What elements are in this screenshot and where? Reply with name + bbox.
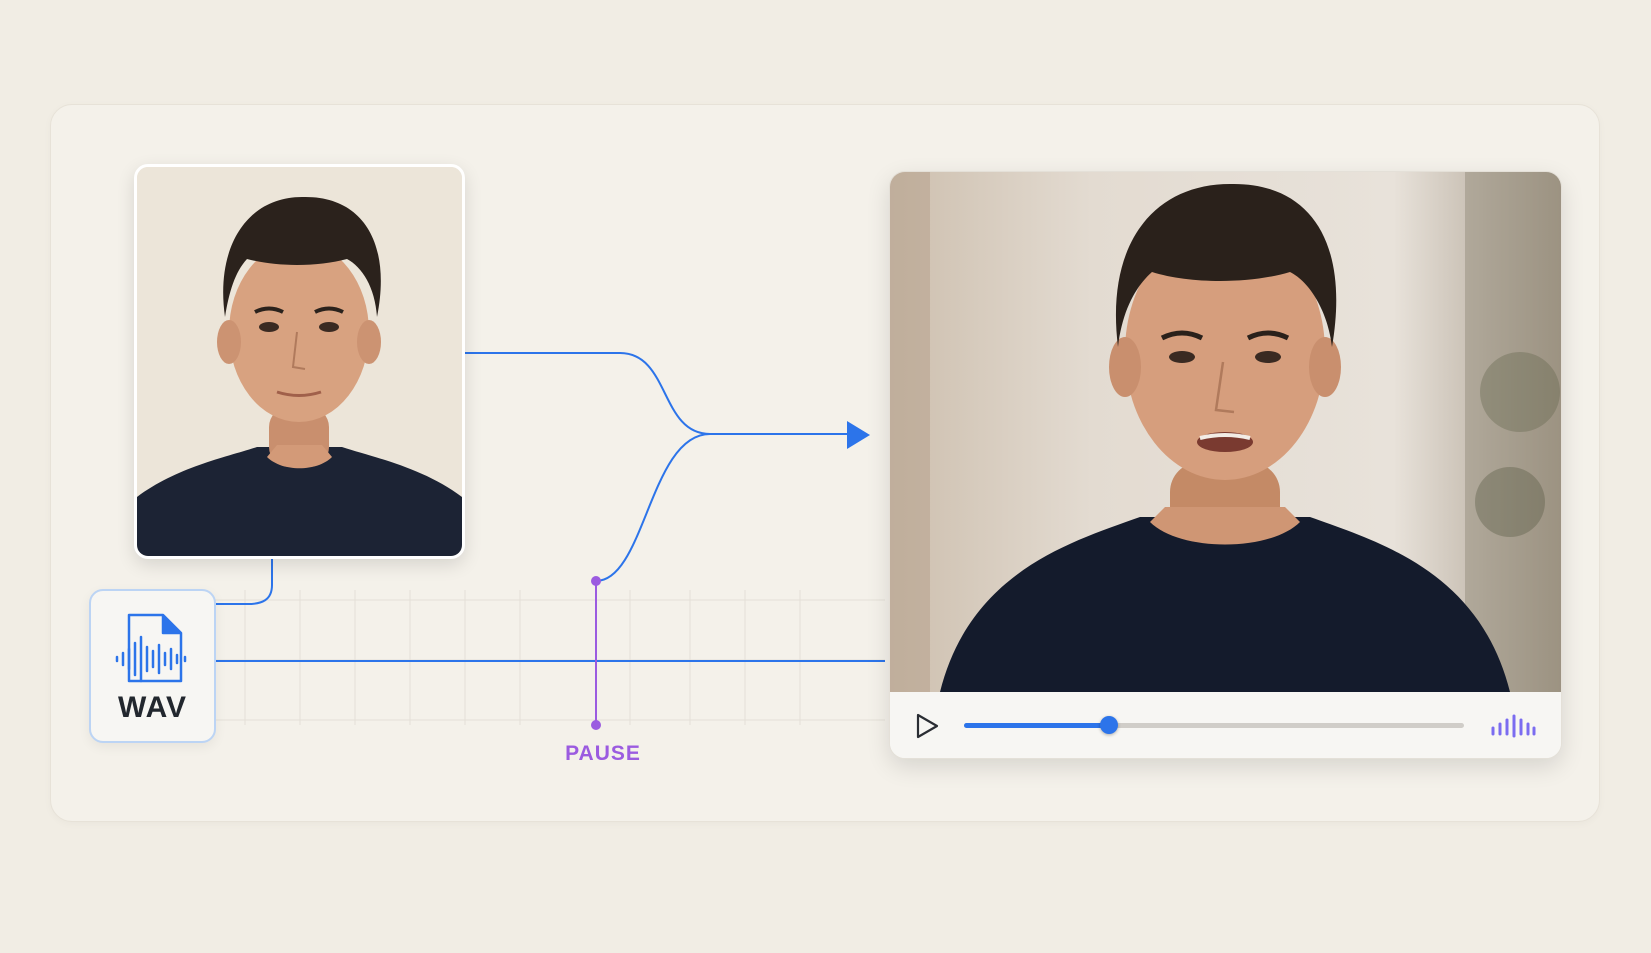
progress-knob[interactable] <box>1100 716 1118 734</box>
audio-connector-line <box>595 433 711 582</box>
arrow-head <box>847 421 870 449</box>
pause-label: PAUSE <box>565 742 641 765</box>
wav-label: WAV <box>117 691 188 724</box>
video-frame <box>890 172 1561 692</box>
portrait-photo <box>137 167 462 556</box>
audio-file-icon <box>115 613 187 683</box>
progress-fill <box>964 723 1109 728</box>
play-icon[interactable] <box>914 712 940 740</box>
portrait-wav-connector <box>212 555 273 605</box>
talking-head-video <box>890 172 1561 692</box>
volume-bars-icon[interactable] <box>1490 714 1536 738</box>
pause-marker-bottom <box>591 720 601 730</box>
image-connector-line <box>461 352 850 435</box>
input-portrait-card <box>134 164 465 559</box>
output-video-player[interactable] <box>889 171 1562 759</box>
wav-file-card[interactable]: WAV <box>89 589 216 743</box>
waveform <box>217 616 882 706</box>
video-controls <box>890 692 1561 758</box>
progress-track[interactable] <box>964 716 1464 734</box>
pause-marker-top <box>591 576 601 586</box>
